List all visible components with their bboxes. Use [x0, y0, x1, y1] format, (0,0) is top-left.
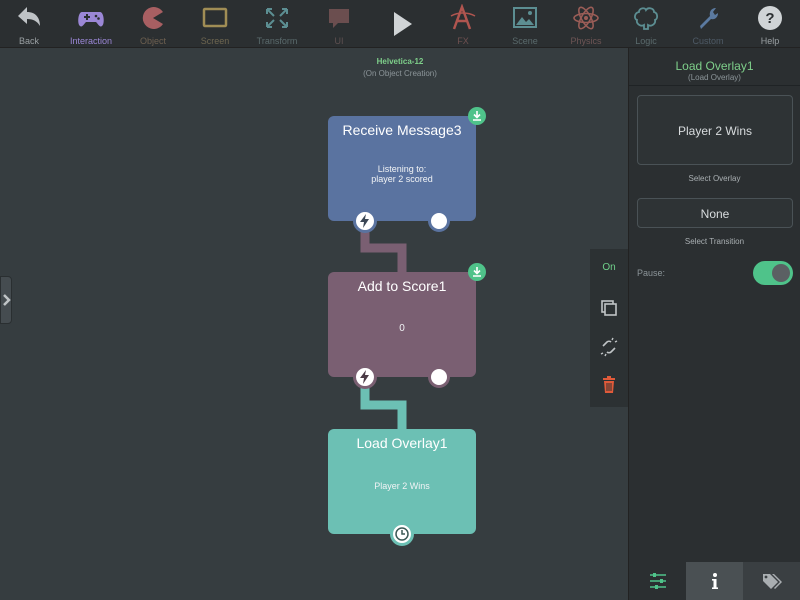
gamepad-icon — [78, 12, 104, 27]
node-title: Receive Message3 — [342, 122, 462, 138]
toolbar-label: Logic — [635, 36, 657, 46]
trash-icon — [603, 376, 615, 393]
download-icon — [473, 267, 481, 277]
transition-caption: Select Transition — [684, 237, 745, 246]
pause-label: Pause: — [637, 268, 666, 278]
toggle-knob — [772, 264, 790, 282]
toolbar-help-button[interactable]: ? Help — [742, 0, 798, 48]
duplicate-button[interactable] — [599, 298, 619, 318]
toolbar-play-button[interactable] — [373, 0, 429, 48]
toolbar-label: Interaction — [69, 36, 113, 46]
node-on-toggle[interactable]: On — [602, 262, 616, 273]
node-detail: Listening to: — [377, 164, 427, 174]
tags-icon — [762, 574, 782, 589]
select-overlay-button[interactable]: Player 2 Wins — [637, 95, 793, 165]
delete-button[interactable] — [599, 375, 619, 395]
node-detail: 0 — [399, 323, 405, 334]
node-title: Add to Score1 — [357, 278, 447, 294]
node-output-port[interactable] — [428, 366, 450, 388]
duplicate-icon — [601, 300, 617, 316]
chevron-right-icon — [3, 294, 11, 306]
connection-wire — [360, 220, 407, 275]
tab-info[interactable] — [686, 562, 743, 600]
toolbar-label: Object — [139, 36, 166, 46]
toolbar-transform-button[interactable]: Transform — [249, 0, 305, 48]
speech-bubble-icon — [329, 9, 349, 28]
toolbar-screen-button[interactable]: Screen — [187, 0, 243, 48]
node-export-badge[interactable] — [468, 107, 486, 125]
clock-icon — [395, 527, 409, 541]
unlink-icon — [600, 337, 618, 357]
toolbar-label: Back — [18, 36, 39, 46]
back-arrow-icon — [18, 7, 40, 26]
node-trigger-port[interactable] — [353, 209, 377, 233]
top-toolbar: Back Interaction Object Screen — [0, 0, 800, 48]
connection-wire — [360, 376, 407, 432]
toolbar-fx-button[interactable]: FX — [435, 0, 491, 48]
pacman-icon — [142, 6, 163, 30]
node-detail: player 2 scored — [371, 174, 433, 184]
node-trigger-port[interactable] — [353, 365, 377, 389]
inspector-subtitle: (Load Overlay) — [688, 73, 741, 82]
behavior-canvas[interactable] — [0, 48, 628, 600]
node-add-to-score[interactable]: Add to Score1 0 — [328, 272, 476, 377]
node-load-overlay[interactable]: Load Overlay1 Player 2 Wins — [328, 429, 476, 534]
toolbar-physics-button[interactable]: Physics — [558, 0, 614, 48]
wrench-icon — [700, 8, 718, 29]
left-drawer-handle[interactable] — [0, 276, 12, 324]
select-transition-button[interactable]: None — [637, 198, 793, 228]
node-timer-port[interactable] — [390, 522, 414, 546]
fx-icon — [450, 4, 476, 30]
node-export-badge[interactable] — [468, 263, 486, 281]
node-detail: Player 2 Wins — [374, 481, 430, 491]
landscape-icon — [513, 7, 537, 28]
unlink-button[interactable] — [599, 337, 619, 357]
toolbar-custom-button[interactable]: Custom — [680, 0, 736, 48]
toolbar-ui-button[interactable]: UI — [311, 0, 367, 48]
node-output-port[interactable] — [428, 210, 450, 232]
toolbar-label: Screen — [200, 36, 230, 46]
tab-properties[interactable] — [629, 562, 686, 600]
toolbar-label: Custom — [692, 36, 724, 46]
play-icon — [394, 12, 412, 36]
expand-icon — [266, 8, 288, 28]
sliders-icon — [649, 573, 666, 589]
question-icon: ? — [758, 6, 782, 30]
info-icon — [711, 573, 718, 589]
atom-icon — [573, 6, 599, 30]
node-title: Load Overlay1 — [356, 435, 448, 451]
toolbar-label: Help — [760, 36, 780, 46]
overlay-value: Player 2 Wins — [677, 124, 753, 138]
divider — [629, 85, 800, 86]
tab-tags[interactable] — [743, 562, 800, 600]
inspector-title: Load Overlay1 — [675, 59, 754, 73]
toolbar-scene-button[interactable]: Scene — [497, 0, 553, 48]
toolbar-object-button[interactable]: Object — [125, 0, 181, 48]
node-context-strip: On — [590, 249, 628, 407]
transition-value: None — [700, 207, 730, 221]
toolbar-label: Transform — [256, 36, 298, 46]
scene-trigger: (On Object Creation) — [363, 69, 437, 78]
toolbar-back-button[interactable]: Back — [1, 0, 57, 48]
lightning-icon — [360, 214, 369, 228]
brain-icon — [634, 7, 659, 30]
download-icon — [473, 111, 481, 121]
toolbar-label: Scene — [512, 36, 538, 46]
svg-text:?: ? — [765, 10, 774, 27]
toolbar-label: Physics — [570, 36, 602, 46]
toolbar-interaction-button[interactable]: Interaction — [63, 0, 119, 48]
inspector-panel: Load Overlay1 (Load Overlay) Player 2 Wi… — [628, 48, 800, 600]
overlay-caption: Select Overlay — [688, 174, 741, 183]
screen-icon — [202, 7, 228, 28]
pause-toggle[interactable] — [753, 261, 793, 285]
scene-name: Helvetica-12 — [376, 57, 424, 66]
lightning-icon — [360, 370, 369, 384]
node-receive-message[interactable]: Receive Message3 Listening to: player 2 … — [328, 116, 476, 221]
toolbar-logic-button[interactable]: Logic — [618, 0, 674, 48]
toolbar-label: UI — [334, 36, 344, 46]
toolbar-label: FX — [457, 36, 469, 46]
